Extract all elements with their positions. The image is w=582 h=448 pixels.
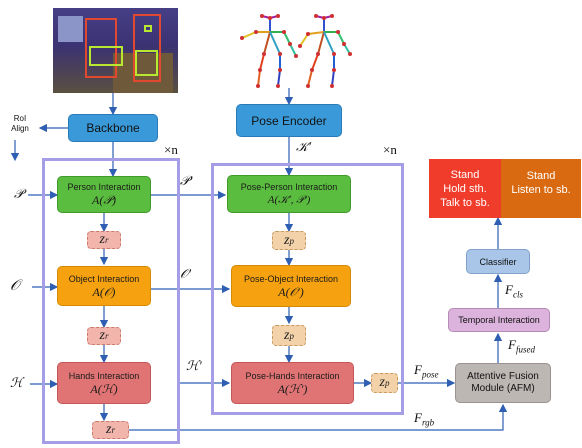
temporal-interaction-box: Temporal Interaction — [448, 308, 550, 332]
pose-encoder-label: Pose Encoder — [251, 113, 327, 128]
person-interaction-title: Person Interaction — [67, 182, 141, 192]
zr-symbol: z — [99, 232, 105, 247]
roi-align-label: RoI Align — [11, 114, 29, 133]
f-pose-label: Fpose — [414, 362, 438, 380]
pose-object-title: Pose-Object Interaction — [243, 273, 339, 284]
f-fused-symbol: F — [508, 337, 516, 352]
h-prime-label: ℋ′ — [186, 358, 202, 373]
pose-hands-formula: A(ℋ′) — [277, 381, 308, 396]
o-prime-label: 𝒪′ — [180, 266, 192, 281]
zr-subscript: r — [104, 331, 109, 341]
output-orange-label: Stand Listen to sb. — [511, 170, 571, 196]
backbone-box: Backbone — [68, 114, 158, 142]
object-interaction-title: Object Interaction — [68, 273, 140, 284]
zr-subscript: r — [104, 235, 109, 245]
pose-person-formula: A(𝒦′, 𝒫′) — [267, 193, 311, 206]
f-fused-label: Ffused — [508, 337, 535, 355]
k-prime-label: 𝒦′ — [296, 139, 311, 154]
pose-skeleton-image — [240, 14, 352, 88]
zr-symbol: z — [106, 422, 112, 437]
h-input-label: ℋ — [10, 375, 23, 390]
f-pose-symbol: F — [414, 362, 422, 377]
left-frame — [42, 158, 180, 444]
afm-label: Attentive Fusion Module (AFM) — [467, 371, 539, 394]
zp-symbol: z — [379, 375, 385, 390]
zp-subscript: p — [289, 235, 294, 246]
output-orange-box: Stand Listen to sb. — [501, 159, 581, 218]
zp-symbol: z — [284, 327, 290, 343]
pose-hands-title: Pose-Hands Interaction — [245, 370, 340, 381]
right-repeat-label: ×n — [383, 142, 397, 157]
pose-object-interaction-box: Pose-Object Interaction A(𝒪′) — [231, 265, 351, 307]
temporal-interaction-label: Temporal Interaction — [458, 315, 540, 325]
output-red-label: Stand Hold sth. Talk to sb. — [440, 168, 490, 209]
hands-interaction-box: Hands Interaction A(ℋ) — [57, 362, 151, 404]
f-pose-subscript: pose — [421, 369, 439, 380]
backbone-label: Backbone — [86, 121, 140, 135]
left-repeat-label: ×n — [164, 142, 178, 157]
hands-interaction-title: Hands Interaction — [68, 370, 140, 381]
pose-person-title: Pose-Person Interaction — [240, 181, 338, 192]
video-frame-image — [53, 8, 178, 93]
pose-encoder-box: Pose Encoder — [236, 104, 342, 137]
hands-interaction-formula: A(ℋ) — [90, 381, 118, 396]
f-rgb-symbol: F — [414, 410, 422, 425]
zr-symbol: z — [99, 328, 105, 343]
f-cls-label: Fcls — [505, 282, 523, 300]
f-rgb-label: Frgb — [414, 410, 434, 428]
pose-object-formula: A(𝒪′) — [278, 284, 304, 299]
person-interaction-formula: A(𝒫) — [92, 193, 116, 207]
afm-box: Attentive Fusion Module (AFM) — [455, 363, 551, 403]
zp-subscript: p — [289, 330, 294, 341]
f-fused-subscript: fused — [515, 344, 535, 355]
person-interaction-box: Person Interaction A(𝒫) — [57, 176, 151, 213]
o-input-label: 𝒪 — [10, 278, 20, 294]
p-prime-label: 𝒫′ — [180, 173, 193, 188]
p-input-label: 𝒫 — [14, 186, 24, 201]
zp-subscript: p — [384, 378, 390, 388]
output-red-box: Stand Hold sth. Talk to sb. — [429, 159, 501, 218]
right-frame — [211, 163, 404, 415]
zp-symbol: z — [284, 232, 290, 248]
f-rgb-subscript: rgb — [421, 417, 435, 428]
zr-subscript: r — [111, 425, 115, 435]
classifier-box: Classifier — [466, 249, 530, 274]
object-interaction-formula: A(𝒪) — [92, 284, 116, 299]
classifier-label: Classifier — [479, 256, 517, 267]
pose-hands-interaction-box: Pose-Hands Interaction A(ℋ′) — [231, 362, 354, 404]
f-cls-subscript: cls — [512, 289, 523, 300]
object-interaction-box: Object Interaction A(𝒪) — [57, 266, 151, 306]
f-cls-symbol: F — [505, 282, 513, 297]
pose-person-interaction-box: Pose-Person Interaction A(𝒦′, 𝒫′) — [227, 175, 351, 213]
